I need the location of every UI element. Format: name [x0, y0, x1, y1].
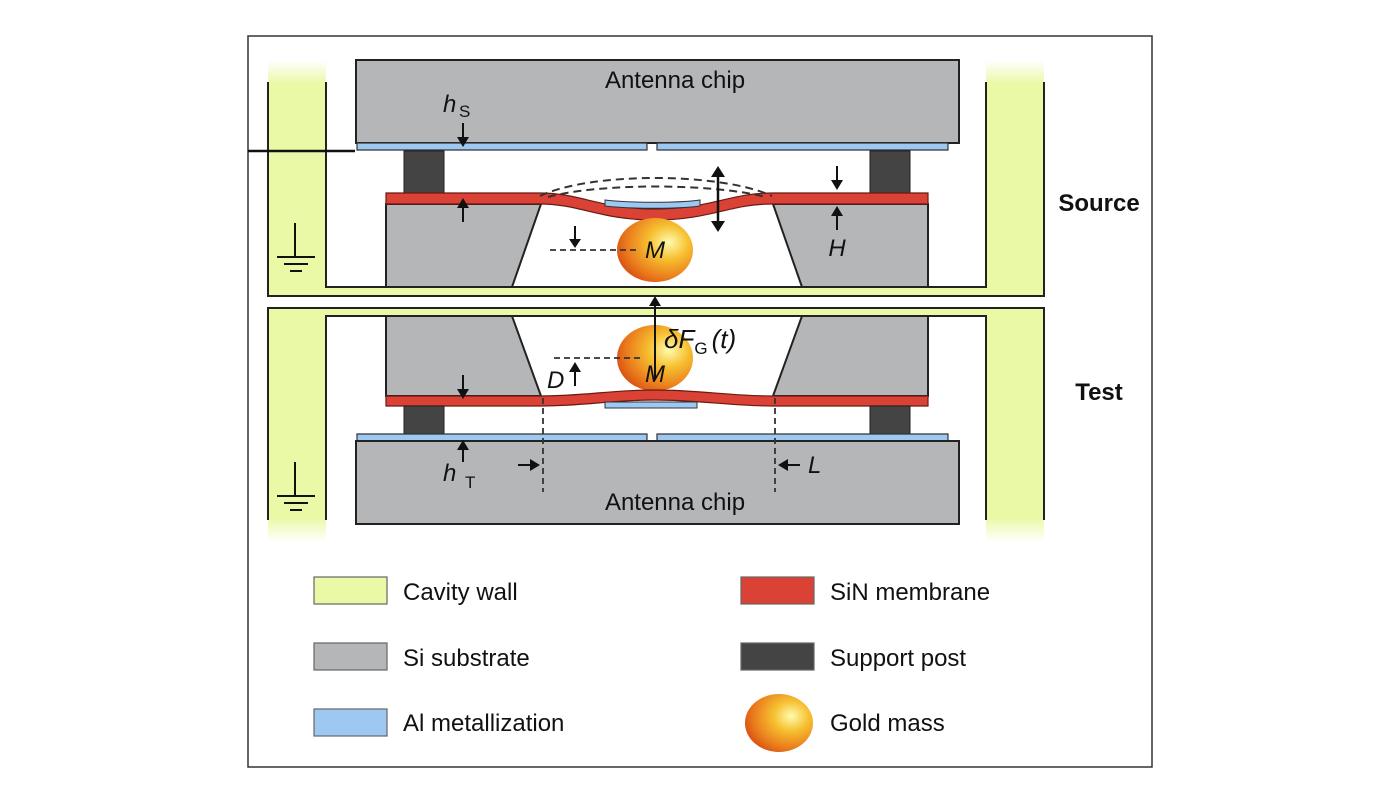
al-metallization-bottom-left: [356, 433, 648, 442]
arrow-left-icon: [778, 459, 800, 471]
force-label: δFG (t): [664, 324, 736, 358]
legend-label: Al metallization: [403, 710, 564, 737]
h-s-arrow: [457, 123, 469, 147]
antenna-chip-bottom-label: Antenna chip: [605, 489, 745, 516]
legend: Cavity wall SiN membrane Si substrate Su…: [313, 576, 990, 752]
h-t-label: h: [443, 460, 456, 487]
force-delta: δ: [664, 324, 679, 354]
legend-item-gold-mass: Gold mass: [745, 694, 945, 752]
support-post: [869, 150, 911, 194]
force-subscript: G: [694, 339, 707, 358]
source-label: Source: [1058, 190, 1139, 217]
ground-icon: [277, 462, 315, 511]
legend-label: Si substrate: [403, 645, 530, 672]
al-metallization-top-right: [656, 142, 949, 151]
legend-label: SiN membrane: [830, 579, 990, 606]
antenna-chip-top-label: Antenna chip: [605, 67, 745, 94]
force-F: F: [678, 324, 696, 354]
mass-label-source: M: [645, 237, 665, 264]
arrow-right-icon: [518, 459, 540, 471]
al-metallization-bottom-right: [656, 433, 949, 442]
gold-mass-source: [617, 218, 693, 282]
legend-label: Support post: [830, 645, 966, 672]
arrow-up-icon: [457, 198, 469, 222]
h-t-subscript: T: [465, 473, 475, 492]
h-s-label: h: [443, 91, 456, 118]
support-post: [403, 405, 445, 435]
arrow-down-icon: [457, 375, 469, 399]
h-gap-arrows: [831, 166, 843, 230]
legend-item-al-metallization: Al metallization: [313, 708, 564, 737]
h-s-subscript: S: [459, 102, 470, 121]
ground-icon: [277, 223, 315, 272]
legend-label: Gold mass: [830, 710, 945, 737]
force-arrow: [649, 296, 661, 380]
legend-label: Cavity wall: [403, 579, 518, 606]
legend-item-support-post: Support post: [740, 642, 966, 672]
al-metallization-top-left: [356, 142, 648, 151]
legend-item-cavity-wall: Cavity wall: [313, 576, 518, 606]
membrane-deflection-dashed: [539, 177, 773, 197]
h-t-arrow: [457, 440, 469, 462]
al-metallization-test-pad: [604, 401, 698, 409]
al-metallization-source-pad: [604, 199, 701, 209]
support-post: [403, 150, 445, 194]
arrow-up-icon: [569, 362, 581, 386]
source-cavity-wall: [267, 60, 1045, 297]
arrow-down-icon: [569, 226, 581, 248]
legend-item-si-substrate: Si substrate: [313, 642, 530, 672]
oscillation-double-arrow: [711, 166, 725, 232]
legend-item-sin-membrane: SiN membrane: [740, 576, 990, 606]
test-label: Test: [1075, 379, 1123, 406]
D-label: D: [547, 367, 564, 394]
support-post: [869, 405, 911, 435]
H-label: H: [828, 235, 846, 262]
L-label: L: [808, 452, 821, 479]
antenna-chip-bottom: [355, 440, 960, 525]
membrane-deflection-dashed: [547, 185, 767, 198]
force-time: (t): [712, 324, 737, 354]
